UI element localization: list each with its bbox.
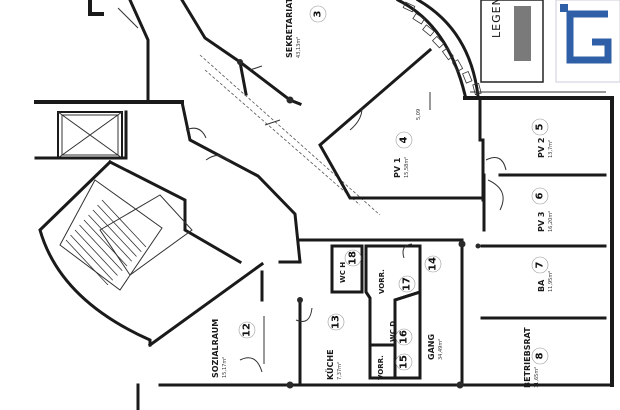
room-number-ring xyxy=(531,347,549,365)
svg-text:5,09: 5,09 xyxy=(416,109,422,120)
room-area: 43,13m² xyxy=(296,37,302,58)
room-number: 14 xyxy=(428,257,439,271)
room-name: SEKRETARIAT xyxy=(285,0,294,58)
stair-tread xyxy=(65,239,109,286)
facade-window xyxy=(472,82,482,96)
service-block-walls xyxy=(185,127,464,387)
room-name: BETRIEBSRAT xyxy=(523,327,532,388)
room-number: 17 xyxy=(402,277,413,291)
room-number-ring xyxy=(344,249,362,267)
room-number-ring xyxy=(395,131,413,149)
room-area: 7,37m² xyxy=(337,362,343,380)
room-number-ring xyxy=(327,313,345,331)
legend: LEGENDE xyxy=(480,0,544,83)
facade-window xyxy=(451,59,464,72)
stair-tread xyxy=(97,204,142,253)
room-number: 7 xyxy=(535,261,546,268)
room-number: 6 xyxy=(535,192,546,199)
room-name: VORR. xyxy=(378,269,386,294)
room-number: 16 xyxy=(399,330,410,344)
stair-tread xyxy=(88,214,133,262)
columns xyxy=(237,59,481,389)
room-area: 13,7m² xyxy=(548,140,554,158)
room-name: KÜCHE xyxy=(325,349,335,380)
curved-facade xyxy=(395,0,482,98)
room-label-group: VORR. 17 xyxy=(378,269,416,294)
room-number: 15 xyxy=(399,355,410,369)
room-area: 11,65m² xyxy=(534,367,540,388)
room-name: PV 3 xyxy=(537,212,546,232)
stair-tread xyxy=(79,224,123,272)
room-number-ring xyxy=(309,5,327,23)
facade-mullions xyxy=(402,1,482,96)
sozialraum-walls xyxy=(136,270,265,410)
stair-tread xyxy=(101,199,147,248)
staircase xyxy=(38,159,265,348)
room-number: 12 xyxy=(242,323,253,337)
room-label-group: VORR. 15 xyxy=(377,353,413,380)
facade-window xyxy=(462,71,473,84)
room-number: 3 xyxy=(313,10,324,17)
facade-window xyxy=(431,35,445,49)
room-name: PV 1 xyxy=(393,157,402,178)
stair-tread xyxy=(70,234,114,281)
room-name: WC D xyxy=(389,321,397,342)
room-area: 34,49m² xyxy=(438,339,444,360)
room-area: 15,58m² xyxy=(404,157,410,178)
room-area: 16,20m² xyxy=(548,211,554,232)
facade-window xyxy=(441,47,454,61)
room-number-ring xyxy=(531,118,549,136)
wall-top-left xyxy=(88,0,150,102)
room-number-ring xyxy=(395,353,413,371)
stair-steps xyxy=(65,199,147,286)
corridor-walls xyxy=(34,0,381,264)
facade-window xyxy=(402,1,416,13)
room-number: 18 xyxy=(348,251,359,265)
stair-tread xyxy=(74,229,118,276)
room-number: 4 xyxy=(399,136,410,143)
room-name: VORR. xyxy=(377,355,385,380)
room-number: 13 xyxy=(331,315,342,329)
company-logo xyxy=(555,0,620,83)
room-area: 11,95m² xyxy=(548,271,554,292)
room-name: PV 2 xyxy=(537,138,546,158)
room-number-ring xyxy=(531,256,549,274)
room-number-ring xyxy=(424,255,442,273)
stair-tread xyxy=(83,219,128,267)
shaft xyxy=(34,110,128,160)
room-number-ring xyxy=(531,187,549,205)
room-name: BA xyxy=(537,279,546,292)
room-number-ring xyxy=(238,321,256,339)
facade-window xyxy=(412,12,426,25)
room-name: GANG xyxy=(427,334,436,360)
stair-tread xyxy=(92,209,137,257)
room-name: SOZIALRAUM xyxy=(211,319,220,378)
room-area: 15,17m² xyxy=(222,357,228,378)
room-number-ring xyxy=(395,328,413,346)
facade-window xyxy=(422,24,435,37)
room-label-group: WC H18 xyxy=(339,249,362,283)
pv1-walls: 5,09 xyxy=(318,47,507,211)
legend-title: LEGENDE xyxy=(490,0,503,38)
room-number: 8 xyxy=(535,352,546,359)
room-number-ring xyxy=(398,275,416,293)
right-block-walls xyxy=(429,91,614,387)
room-name: WC H xyxy=(339,262,347,283)
legend-swatch xyxy=(514,6,531,61)
room-number: 5 xyxy=(535,123,546,130)
